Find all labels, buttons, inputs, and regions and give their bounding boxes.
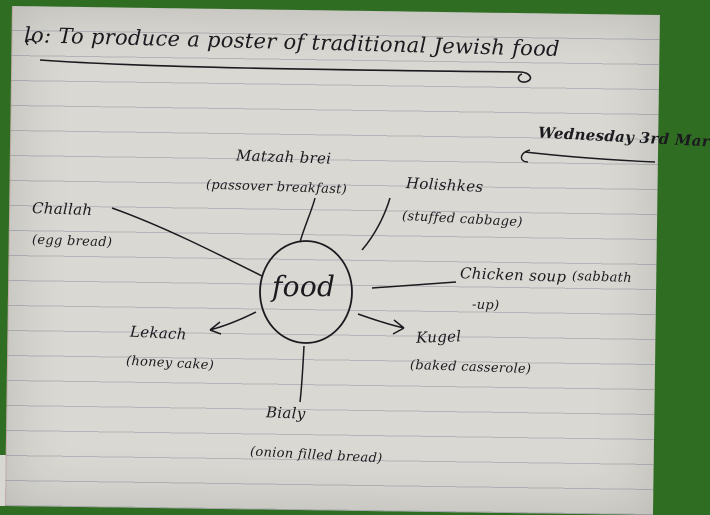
item-desc-chicken-soup: (sabbath — [571, 268, 633, 287]
center-label: food — [272, 270, 336, 303]
item-name-bialy: Bialy — [265, 403, 306, 423]
item-name-lekach: Lekach — [129, 322, 188, 344]
page-margin — [5, 6, 13, 506]
item-name-kugel: Kugel — [415, 327, 462, 347]
item-desc-challah: (egg bread) — [31, 232, 113, 251]
notebook-page — [5, 6, 660, 515]
item-name-matzah-brei: Matzah brei — [235, 146, 332, 168]
item-name-challah: Challah — [31, 198, 93, 220]
item-desc2-chicken-soup: -up) — [471, 297, 500, 314]
item-name-chicken-soup: Chicken soup — [459, 264, 567, 286]
